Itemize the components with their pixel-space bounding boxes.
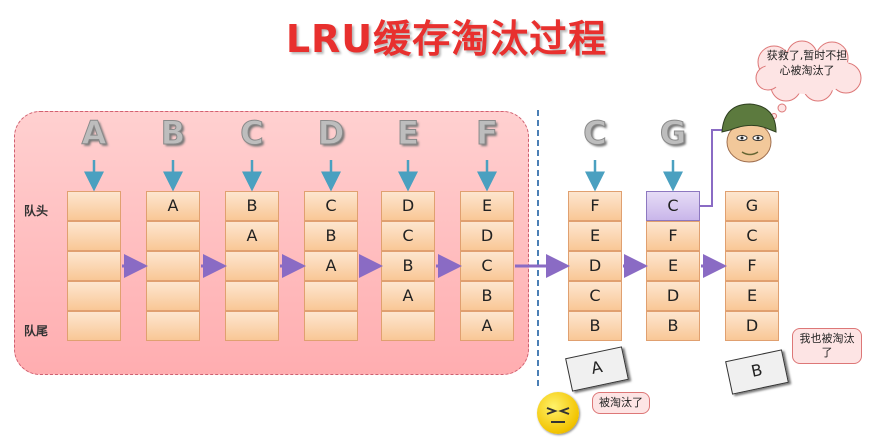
cache-stack-8: C F E D B (646, 191, 700, 341)
cache-cell: B (304, 221, 358, 251)
cache-cell: A (460, 311, 514, 341)
cache-cell: B (381, 251, 435, 281)
cache-cell: E (460, 191, 514, 221)
queue-tail-label: 队尾 (24, 324, 49, 338)
cache-cell: C (460, 251, 514, 281)
thought-cloud-icon (755, 40, 862, 102)
cache-stack-5: D C B A (381, 191, 435, 341)
cache-cell: B (225, 191, 279, 221)
cache-cell: C (725, 221, 779, 251)
cache-cell: B (568, 311, 622, 341)
cache-cell (67, 221, 121, 251)
cache-cell: E (568, 221, 622, 251)
cache-cell: B (460, 281, 514, 311)
cache-cell (67, 251, 121, 281)
incoming-letter-6: F (476, 114, 499, 153)
cache-cell: C (568, 281, 622, 311)
cache-stack-6: E D C B A (460, 191, 514, 341)
cache-stack-2: A (146, 191, 200, 341)
cache-stack-9: G C F E D (725, 191, 779, 341)
cache-cell (146, 281, 200, 311)
divider-line (537, 110, 539, 386)
cache-cell-hit: C (646, 191, 700, 221)
incoming-letter-4: D (317, 114, 345, 153)
queue-head-label: 队头 (24, 204, 49, 218)
cache-cell: F (568, 191, 622, 221)
cache-cell (225, 281, 279, 311)
cache-cell: D (381, 191, 435, 221)
incoming-letter-2: B (160, 114, 186, 153)
cache-stack-7: F E D C B (568, 191, 622, 341)
cloud-text: 获救了,暂时不担心被淘汰了 (766, 49, 848, 77)
cache-stack-3: B A (225, 191, 279, 341)
cache-cell: F (646, 221, 700, 251)
cache-cell: A (225, 221, 279, 251)
cache-cell: A (146, 191, 200, 221)
evicted-a-bubble: 被淘汰了 (592, 392, 650, 414)
cache-cell (225, 251, 279, 281)
cache-cell: G (725, 191, 779, 221)
cache-cell: B (646, 311, 700, 341)
cache-cell (67, 191, 121, 221)
hit-connector (700, 129, 722, 207)
incoming-letter-7: C (583, 114, 607, 153)
cache-cell (304, 281, 358, 311)
soldier-helmet-icon (721, 103, 777, 163)
incoming-letter-1: A (81, 114, 107, 153)
incoming-letter-8: G (659, 114, 687, 153)
incoming-letter-5: E (397, 114, 420, 153)
cache-cell (67, 311, 121, 341)
cache-cell: D (460, 221, 514, 251)
cache-stack-4: C B A (304, 191, 358, 341)
cache-cell: A (381, 281, 435, 311)
incoming-letter-3: C (240, 114, 264, 153)
evicted-b-bubble: 我也被淘汰了 (792, 328, 862, 364)
cache-stack-1 (67, 191, 121, 341)
cache-cell (146, 251, 200, 281)
cache-cell (381, 311, 435, 341)
page-title: LRU缓存淘汰过程 (285, 17, 608, 61)
cache-cell (146, 221, 200, 251)
cache-cell: D (646, 281, 700, 311)
cache-cell (146, 311, 200, 341)
cache-cell: E (646, 251, 700, 281)
sad-face-icon (537, 392, 579, 434)
cloud-tail-dot (777, 103, 787, 113)
cache-cell (225, 311, 279, 341)
cache-cell: D (725, 311, 779, 341)
cache-cell: D (568, 251, 622, 281)
cache-cell (67, 281, 121, 311)
cache-cell: E (725, 281, 779, 311)
cache-cell: C (381, 221, 435, 251)
cache-cell: C (304, 191, 358, 221)
cache-cell (304, 311, 358, 341)
